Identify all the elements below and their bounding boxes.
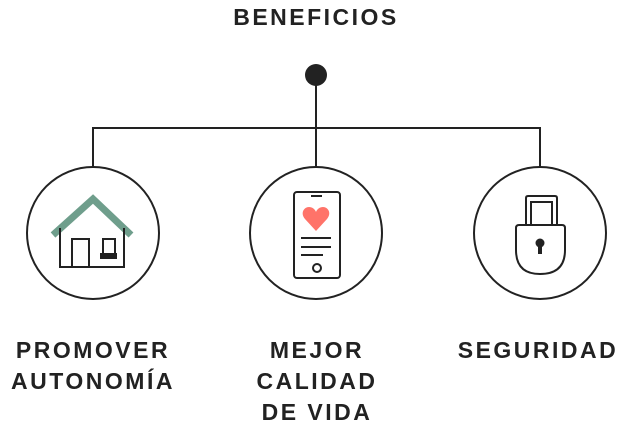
benefit-label-autonomia: PROMOVER AUTONOMÍA (0, 335, 193, 397)
phone-heart-icon (293, 191, 341, 279)
label-line: AUTONOMÍA (11, 368, 175, 394)
icon-circle (473, 166, 607, 300)
icon-circle (26, 166, 160, 300)
padlock-icon (515, 195, 566, 276)
label-line: MEJOR (269, 337, 365, 363)
label-line: DE VIDA (261, 399, 373, 425)
house-icon (50, 194, 134, 268)
icon-circle (249, 166, 383, 300)
label-line: SEGURIDAD (457, 337, 619, 363)
label-line: CALIDAD (256, 368, 378, 394)
benefit-label-calidad: MEJOR CALIDAD DE VIDA (217, 335, 417, 428)
root-dot (305, 64, 327, 86)
benefit-label-seguridad: SEGURIDAD (438, 335, 624, 366)
diagram-title: BENEFICIOS (233, 4, 399, 30)
label-line: PROMOVER (15, 337, 171, 363)
connector-line (92, 127, 541, 167)
